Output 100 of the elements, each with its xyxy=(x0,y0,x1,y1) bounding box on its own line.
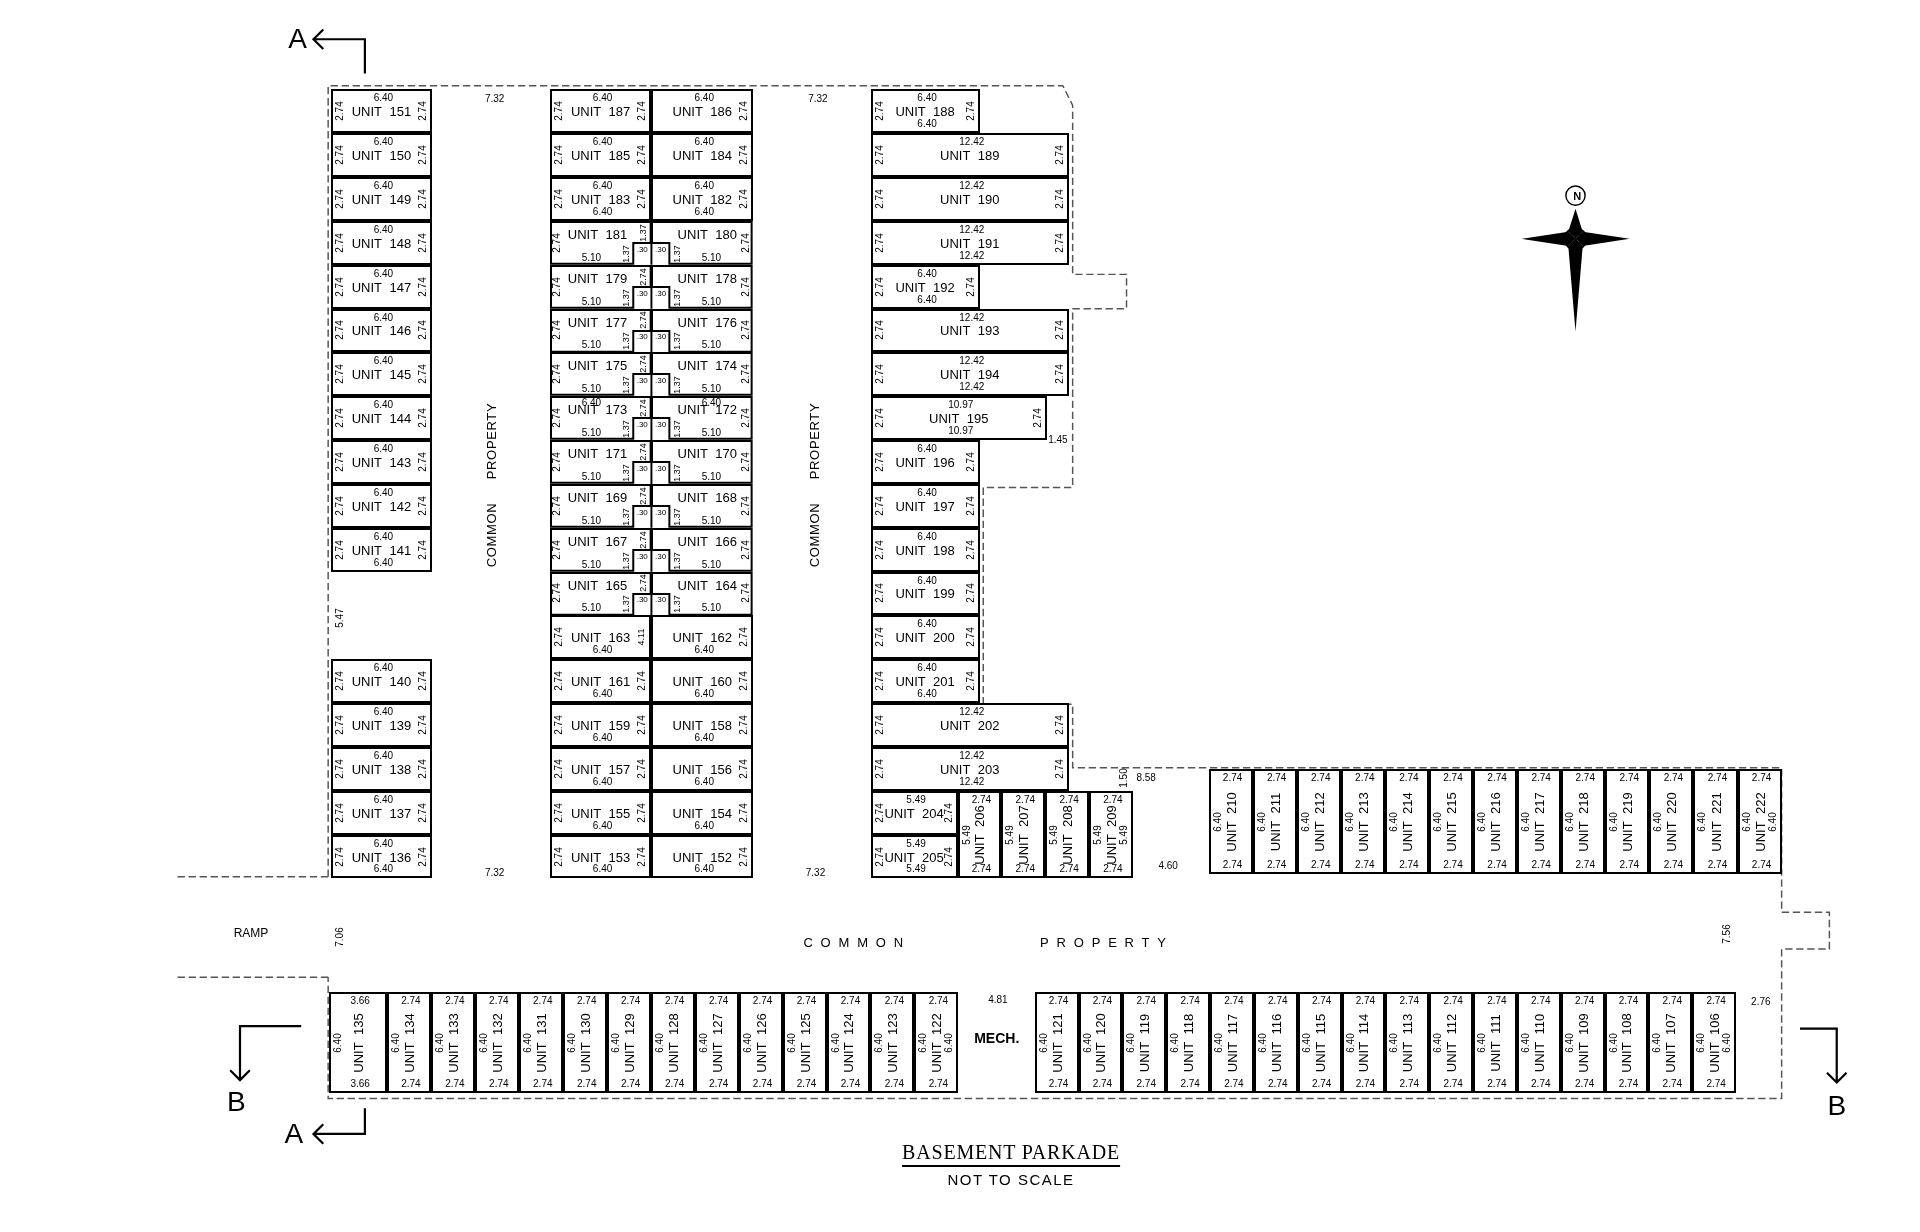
parking-stall xyxy=(549,527,652,572)
dimension-label: 2.74 xyxy=(874,759,885,779)
dimension-label: 6.40 xyxy=(592,820,613,831)
dimension-label: 6.40 xyxy=(373,531,394,542)
unit-number: UNIT 195 xyxy=(929,411,989,425)
unit-number: UNIT 215 xyxy=(1444,791,1458,852)
dimension-label: 2.74 xyxy=(638,530,648,549)
dimension-label: 2.74 xyxy=(874,233,885,253)
unit-number: UNIT 114 xyxy=(1356,1013,1370,1072)
parking-stall xyxy=(870,703,1069,747)
dimension-label: 2.74 xyxy=(620,1079,641,1090)
parking-stall xyxy=(651,308,754,353)
dimension-label: 2.74 xyxy=(551,364,562,385)
unit-number: UNIT 177 xyxy=(567,315,628,329)
dimension-label: 6.40 xyxy=(1170,1032,1181,1053)
unit-number: UNIT 181 xyxy=(567,227,628,241)
dimension-label: 6.40 xyxy=(1345,1032,1356,1053)
parking-stall xyxy=(870,264,980,309)
dimension-label: 6.40 xyxy=(373,181,394,192)
dimension-label: 2.74 xyxy=(1311,772,1331,783)
unit-number: UNIT 170 xyxy=(677,447,737,461)
unit-number: UNIT 127 xyxy=(710,1012,724,1073)
parking-stall xyxy=(1561,768,1606,875)
unit-number: UNIT 184 xyxy=(672,148,732,162)
dimension-label: 2.76 xyxy=(1751,996,1771,1007)
dimension-label: 6.40 xyxy=(592,645,613,656)
dimension-label: 2.74 xyxy=(965,276,976,297)
dimension-label: 1.37 xyxy=(638,223,648,242)
dimension-label: 2.74 xyxy=(1618,995,1639,1006)
dimension-label: 2.74 xyxy=(971,794,992,805)
parking-stall xyxy=(651,834,754,879)
dimension-label: 2.74 xyxy=(874,145,885,165)
section-marker-label: A xyxy=(284,1119,304,1148)
unit-number: UNIT 208 xyxy=(1060,804,1074,865)
dimension-label: 2.74 xyxy=(637,846,648,867)
dimension-label: 1.37 xyxy=(672,551,682,570)
dimension-label: 12.42 xyxy=(959,776,985,787)
dimension-label: 2.74 xyxy=(1054,320,1065,341)
dimension-label: 2.74 xyxy=(1355,772,1375,783)
dimension-label: 2.74 xyxy=(418,452,429,472)
parking-stall xyxy=(1560,991,1605,1094)
unit-number: UNIT 219 xyxy=(1620,791,1634,852)
unit-number: UNIT 123 xyxy=(885,1012,899,1073)
parking-stall xyxy=(549,396,652,441)
parking-stall xyxy=(330,527,433,572)
dimension-label: 2.74 xyxy=(1531,995,1551,1006)
dimension-label: 12.42 xyxy=(959,312,985,323)
dimension-label: 2.74 xyxy=(334,496,345,516)
dimension-label: 2.74 xyxy=(1268,1079,1288,1090)
dimension-label: 2.74 xyxy=(489,995,509,1006)
parking-stall xyxy=(914,991,959,1094)
dimension-label: 2.74 xyxy=(418,145,429,165)
dimension-label: 2.74 xyxy=(1487,1079,1507,1090)
unit-number: UNIT 132 xyxy=(490,1012,504,1073)
dimension-label: 2.74 xyxy=(401,1079,421,1090)
unit-number: UNIT 136 xyxy=(351,850,412,863)
dimension-label: 2.74 xyxy=(739,145,750,165)
dimension-label: 2.74 xyxy=(1054,364,1065,385)
dimension-label: 6.40 xyxy=(917,663,937,674)
dimension-label: 2.74 xyxy=(1136,1079,1156,1090)
dimension-label: 2.74 xyxy=(418,715,429,735)
parking-stall xyxy=(870,352,1069,397)
dimension-label: 6.40 xyxy=(373,487,394,498)
dimension-label: 2.74 xyxy=(965,101,976,121)
unit-number: UNIT 147 xyxy=(351,280,412,294)
dimension-label: 2.74 xyxy=(553,802,564,823)
dimension-label: 2.74 xyxy=(418,364,429,385)
parking-stall xyxy=(694,991,739,1094)
dimension-label: 6.40 xyxy=(1389,1032,1400,1053)
parking-stall xyxy=(330,264,433,309)
dimension-label: 6.40 xyxy=(694,776,714,787)
dimension-label: 12.42 xyxy=(959,750,985,761)
dimension-label: 6.40 xyxy=(1301,1032,1312,1053)
unit-number: UNIT 194 xyxy=(940,367,1000,381)
parking-stall xyxy=(1517,768,1562,875)
dimension-label: 1.37 xyxy=(672,332,682,351)
dimension-label: 2.74 xyxy=(971,864,992,875)
unit-number: UNIT 200 xyxy=(895,630,955,644)
parking-stall xyxy=(870,746,1069,791)
parking-stall xyxy=(651,659,754,704)
dimension-label: 6.40 xyxy=(917,689,937,700)
dimension-label: 6.40 xyxy=(917,575,937,586)
unit-number: UNIT 110 xyxy=(1532,1013,1546,1072)
dimension-label: 2.74 xyxy=(874,452,885,472)
dimension-label: 2.74 xyxy=(965,671,976,691)
dimension-label: 2.74 xyxy=(418,759,429,779)
dimension-label: 2.74 xyxy=(874,715,885,735)
unit-number: UNIT 144 xyxy=(351,411,412,425)
dimension-label: .30 xyxy=(636,465,648,473)
dimension-label: 3.66 xyxy=(350,995,370,1006)
dimension-label: 2.74 xyxy=(1443,1079,1463,1090)
dimension-label: 6.40 xyxy=(918,1032,929,1053)
unit-number: UNIT 119 xyxy=(1137,1013,1151,1072)
dimension-label: 2.74 xyxy=(943,802,954,823)
unit-number: UNIT 214 xyxy=(1400,791,1414,852)
dimension-label: 12.42 xyxy=(959,250,985,261)
unit-number: UNIT 118 xyxy=(1181,1013,1195,1072)
parking-stall xyxy=(330,659,433,704)
dimension-label: .30 xyxy=(636,377,648,386)
dimension-label: 6.40 xyxy=(694,137,714,148)
